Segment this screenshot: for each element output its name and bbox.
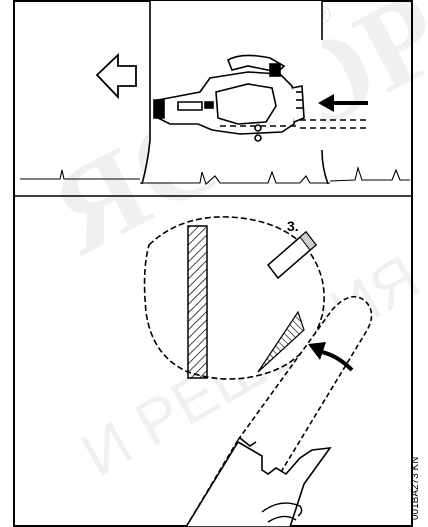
felling-direction-arrow: [95, 52, 137, 100]
ground-line: [20, 166, 410, 185]
notch-wedge: [257, 310, 305, 373]
figure-reference-code: 001BA273 KN: [410, 456, 421, 520]
chainsaw-top-view: [153, 54, 368, 142]
insertion-arrow: [308, 342, 354, 372]
hinge-strip: [187, 225, 208, 379]
push-arrow: [318, 94, 368, 112]
step-number-label: 3.: [287, 218, 299, 234]
